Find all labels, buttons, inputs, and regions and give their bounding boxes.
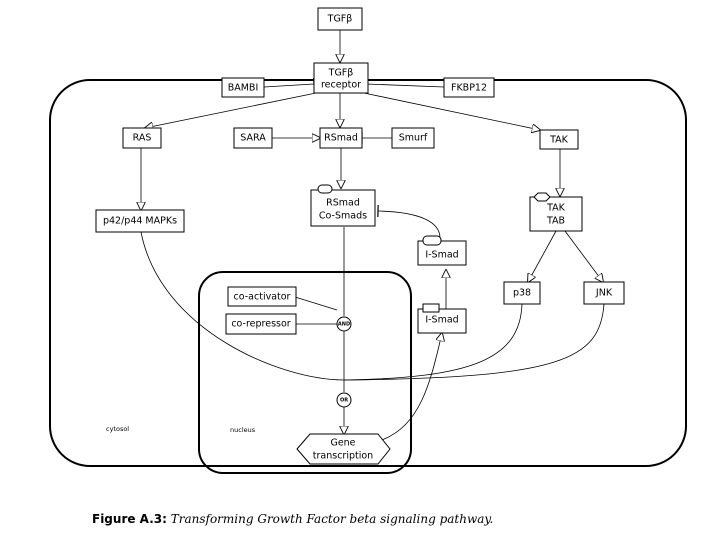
node-tgfb: TGFβ (317, 7, 363, 31)
edge-coactivator-and (294, 296, 338, 311)
svg-text:Co-Smads: Co-Smads (319, 211, 367, 222)
edge-taktab-jnk (564, 230, 603, 282)
node-ismad-cytosol: I-Smad (417, 235, 467, 266)
svg-text:co-activator: co-activator (234, 292, 291, 303)
node-co-activator: co-activator (227, 286, 297, 307)
svg-text:TAK: TAK (549, 135, 569, 146)
svg-text:TGFβ: TGFβ (327, 14, 353, 25)
caption-text: Transforming Growth Factor beta signalin… (170, 512, 494, 526)
svg-text:I-Smad: I-Smad (425, 315, 458, 326)
svg-text:RSmad: RSmad (326, 198, 360, 209)
nucleus-label: nucleus (230, 426, 256, 434)
svg-text:AND: AND (338, 322, 350, 328)
edges (140, 30, 605, 441)
svg-text:TAK: TAK (546, 203, 566, 214)
node-tak-tab: TAK TAB (529, 192, 583, 232)
node-rsmad-cosmads: RSmad Co-Smads (310, 184, 376, 227)
node-ismad-nucleus: I-Smad (417, 303, 467, 334)
svg-text:TGFβ: TGFβ (328, 68, 354, 79)
edge-receptor-ras (145, 92, 317, 128)
modification-marker (422, 303, 440, 313)
modification-marker (317, 184, 333, 194)
figure-caption: Figure A.3: Transforming Growth Factor b… (92, 512, 493, 526)
node-gene-transcription: Gene transcription (296, 433, 391, 465)
svg-text:receptor: receptor (321, 80, 361, 91)
svg-text:Smurf: Smurf (399, 133, 428, 144)
modification-marker (422, 235, 442, 246)
node-tgfb-receptor: TGFβ receptor (313, 62, 369, 94)
svg-text:SARA: SARA (240, 133, 266, 144)
node-ras: RAS (122, 127, 162, 149)
node-bambi: BAMBI (221, 77, 265, 98)
svg-text:RAS: RAS (133, 133, 152, 144)
svg-text:OR: OR (340, 398, 348, 404)
cytosol-label: cytosol (106, 425, 129, 433)
edge-taktab-p38 (528, 230, 557, 282)
and-gate: AND (336, 316, 352, 332)
svg-text:p42/p44 MAPKs: p42/p44 MAPKs (103, 216, 177, 227)
edge-mapks-merge (140, 231, 345, 381)
edge-ismad-complex (377, 204, 441, 239)
svg-text:p38: p38 (513, 288, 531, 299)
node-rsmad: RSmad (319, 127, 363, 149)
svg-text:JNK: JNK (595, 288, 613, 299)
svg-text:FKBP12: FKBP12 (451, 83, 487, 94)
node-tak: TAK (539, 129, 579, 150)
node-smurf: Smurf (391, 127, 435, 149)
caption-label: Figure A.3: (92, 512, 167, 526)
node-fkbp12: FKBP12 (443, 77, 495, 98)
node-sara: SARA (233, 127, 273, 149)
svg-text:Gene: Gene (330, 438, 355, 449)
svg-text:BAMBI: BAMBI (228, 83, 259, 94)
edge-jnk-merge (343, 303, 605, 381)
edge-fkbp12-receptor (365, 77, 445, 91)
svg-text:transcription: transcription (313, 451, 373, 462)
svg-text:I-Smad: I-Smad (425, 250, 458, 261)
edge-gene-ismadnuc (381, 333, 442, 441)
svg-text:RSmad: RSmad (324, 133, 358, 144)
node-co-repressor: co-repressor (225, 313, 297, 335)
edge-receptor-tak (363, 92, 540, 130)
edge-p38-merge (343, 303, 523, 381)
node-mapks: p42/p44 MAPKs (95, 209, 185, 233)
node-p38: p38 (503, 281, 541, 305)
node-jnk: JNK (583, 281, 625, 305)
nucleus-compartment (198, 271, 412, 474)
edge-bambi-receptor (263, 77, 315, 91)
svg-text:TAB: TAB (546, 216, 565, 227)
svg-text:co-repressor: co-repressor (231, 319, 290, 330)
or-gate: OR (336, 392, 352, 408)
